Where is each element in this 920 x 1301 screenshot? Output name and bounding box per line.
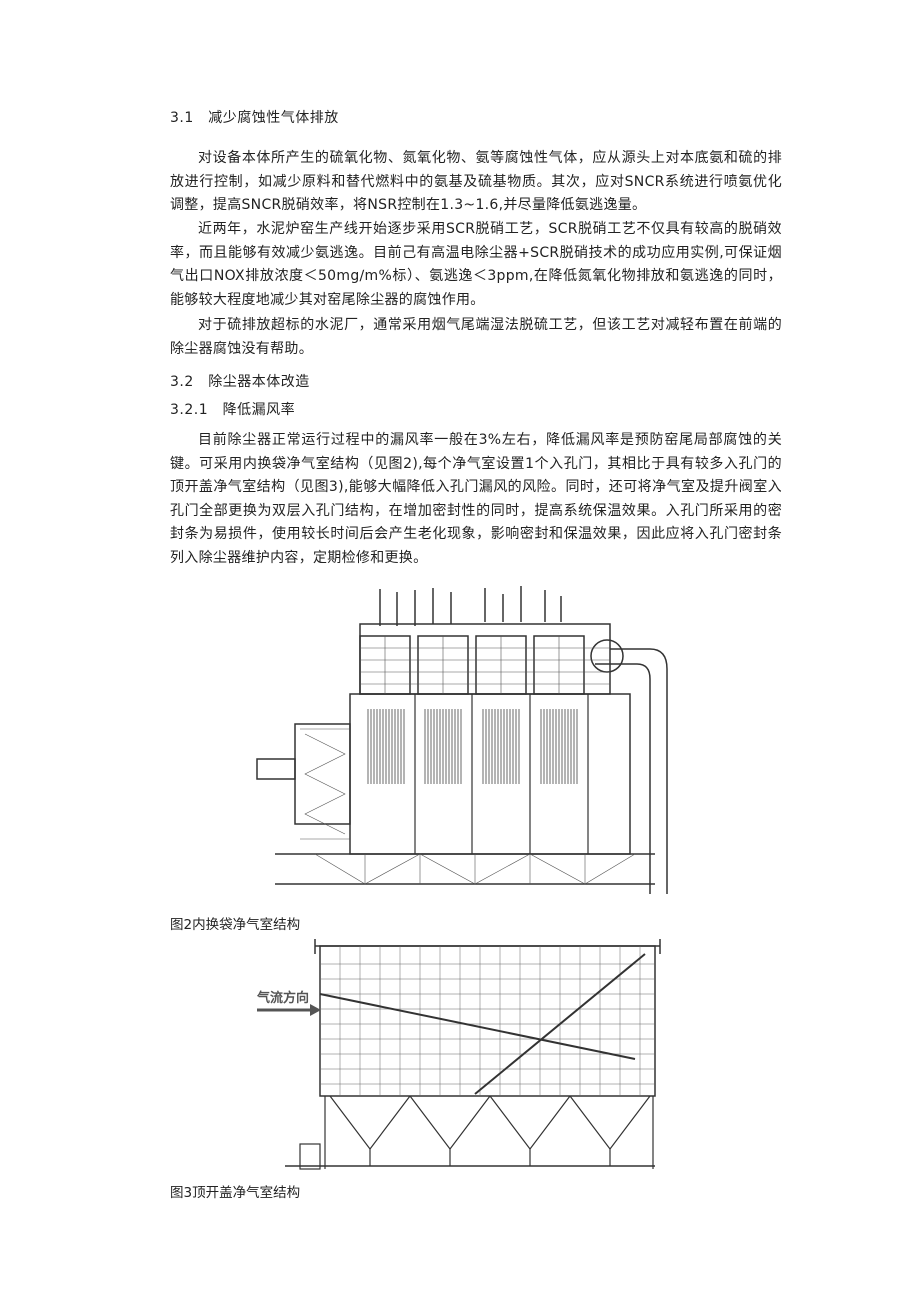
figure2-caption: 图2内换袋净气室结构: [170, 917, 301, 933]
heading-3-1: 3.1 减少腐蚀性气体排放: [170, 110, 339, 126]
figure2-drawing: [256, 586, 668, 894]
figure3-caption: 图3顶开盖净气室结构: [170, 1185, 301, 1201]
paragraph: 对于硫排放超标的水泥厂，通常采用烟气尾端湿法脱硫工艺，但该工艺对减轻布置在前端的…: [170, 317, 782, 357]
flow-direction-label: 气流方向: [257, 990, 309, 1006]
paragraph: 近两年，水泥炉窑生产线开始逐步采用SCR脱硝工艺，SCR脱硝工艺不仅具有较高的脱…: [170, 221, 782, 308]
paragraph: 目前除尘器正常运行过程中的漏风率一般在3%左右，降低漏风率是预防窑尾局部腐蚀的关…: [170, 432, 782, 566]
figure3-drawing: 气流方向: [257, 939, 661, 1170]
paragraph: 对设备本体所产生的硫氧化物、氮氧化物、氨等腐蚀性气体，应从源头上对本底氨和硫的排…: [170, 150, 782, 213]
heading-3-2-1: 3.2.1 降低漏风率: [170, 402, 296, 418]
heading-3-2: 3.2 除尘器本体改造: [170, 374, 310, 390]
